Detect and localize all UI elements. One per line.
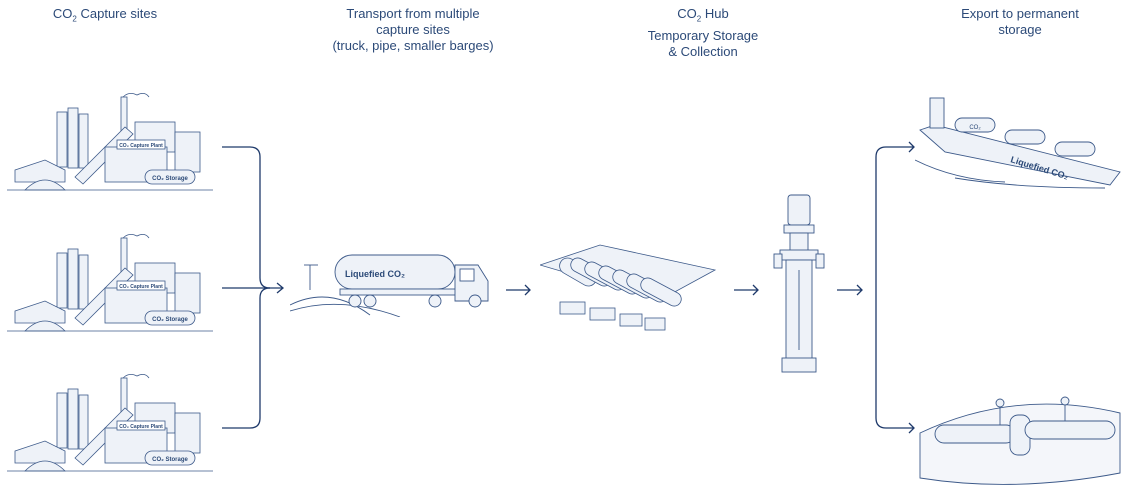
pump-illustration xyxy=(773,194,825,373)
connector-export-pipeline xyxy=(875,290,915,434)
header-line: Temporary Storage xyxy=(647,27,759,43)
capture-plant-illustration-2: CO₂ Capture Plant CO₂ Storage xyxy=(7,234,213,332)
capture-plant-illustration-1: CO₂ Capture Plant CO₂ Storage xyxy=(7,93,213,191)
storage-label: CO₂ Storage xyxy=(152,457,188,463)
header-line: Transport from multiple xyxy=(346,6,480,21)
arrow-storage-to-pump xyxy=(734,284,759,296)
header-text: Capture sites xyxy=(76,6,158,21)
plant-label: CO₂ Capture Plant xyxy=(119,284,163,290)
header-line: CO2 Hub xyxy=(623,6,783,28)
arrow-truck-to-hub xyxy=(506,284,531,296)
pipeline-illustration xyxy=(919,396,1121,485)
header-line: storage xyxy=(998,22,1042,37)
header-export: Export to permanent storage xyxy=(940,6,1100,38)
header-sub: 2 xyxy=(696,14,702,24)
connector-site-1 xyxy=(222,146,271,289)
header-text: CO xyxy=(677,6,697,21)
header-co2-hub: CO2 Hub Temporary Storage & Collection xyxy=(623,6,783,60)
header-line: & Collection xyxy=(668,43,738,59)
arrow-pump-to-export xyxy=(837,284,863,296)
arrowhead xyxy=(276,282,285,294)
tanker-truck-illustration: Liquefied CO₂ xyxy=(290,254,489,317)
header-transport: Transport from multiple capture sites (t… xyxy=(313,6,513,54)
header-text: Hub xyxy=(701,6,729,21)
header-sub: 2 xyxy=(72,14,77,24)
header-line: (truck, pipe, smaller barges) xyxy=(332,38,494,53)
storage-label: CO₂ Storage xyxy=(152,317,188,323)
storage-label: CO₂ Storage xyxy=(152,176,188,182)
header-capture-sites: CO2 Capture sites xyxy=(20,6,190,28)
ship-tank-label: CO₂ xyxy=(969,125,981,131)
capture-plant-illustration-3: CO₂ Capture Plant CO₂ Storage xyxy=(7,374,213,472)
connector-site-3 xyxy=(222,287,271,429)
header-line: Export to permanent xyxy=(961,6,1079,21)
ship-illustration: CO₂ Liquefied CO₂ xyxy=(915,97,1121,189)
truck-tank-label: Liquefied CO₂ xyxy=(345,269,405,279)
plant-label: CO₂ Capture Plant xyxy=(119,424,163,430)
hub-storage-tanks-illustration xyxy=(540,244,717,331)
header-line: capture sites xyxy=(376,22,450,37)
plant-label: CO₂ Capture Plant xyxy=(119,143,163,149)
header-text: CO xyxy=(52,6,73,21)
connector-export-ship xyxy=(875,141,915,290)
